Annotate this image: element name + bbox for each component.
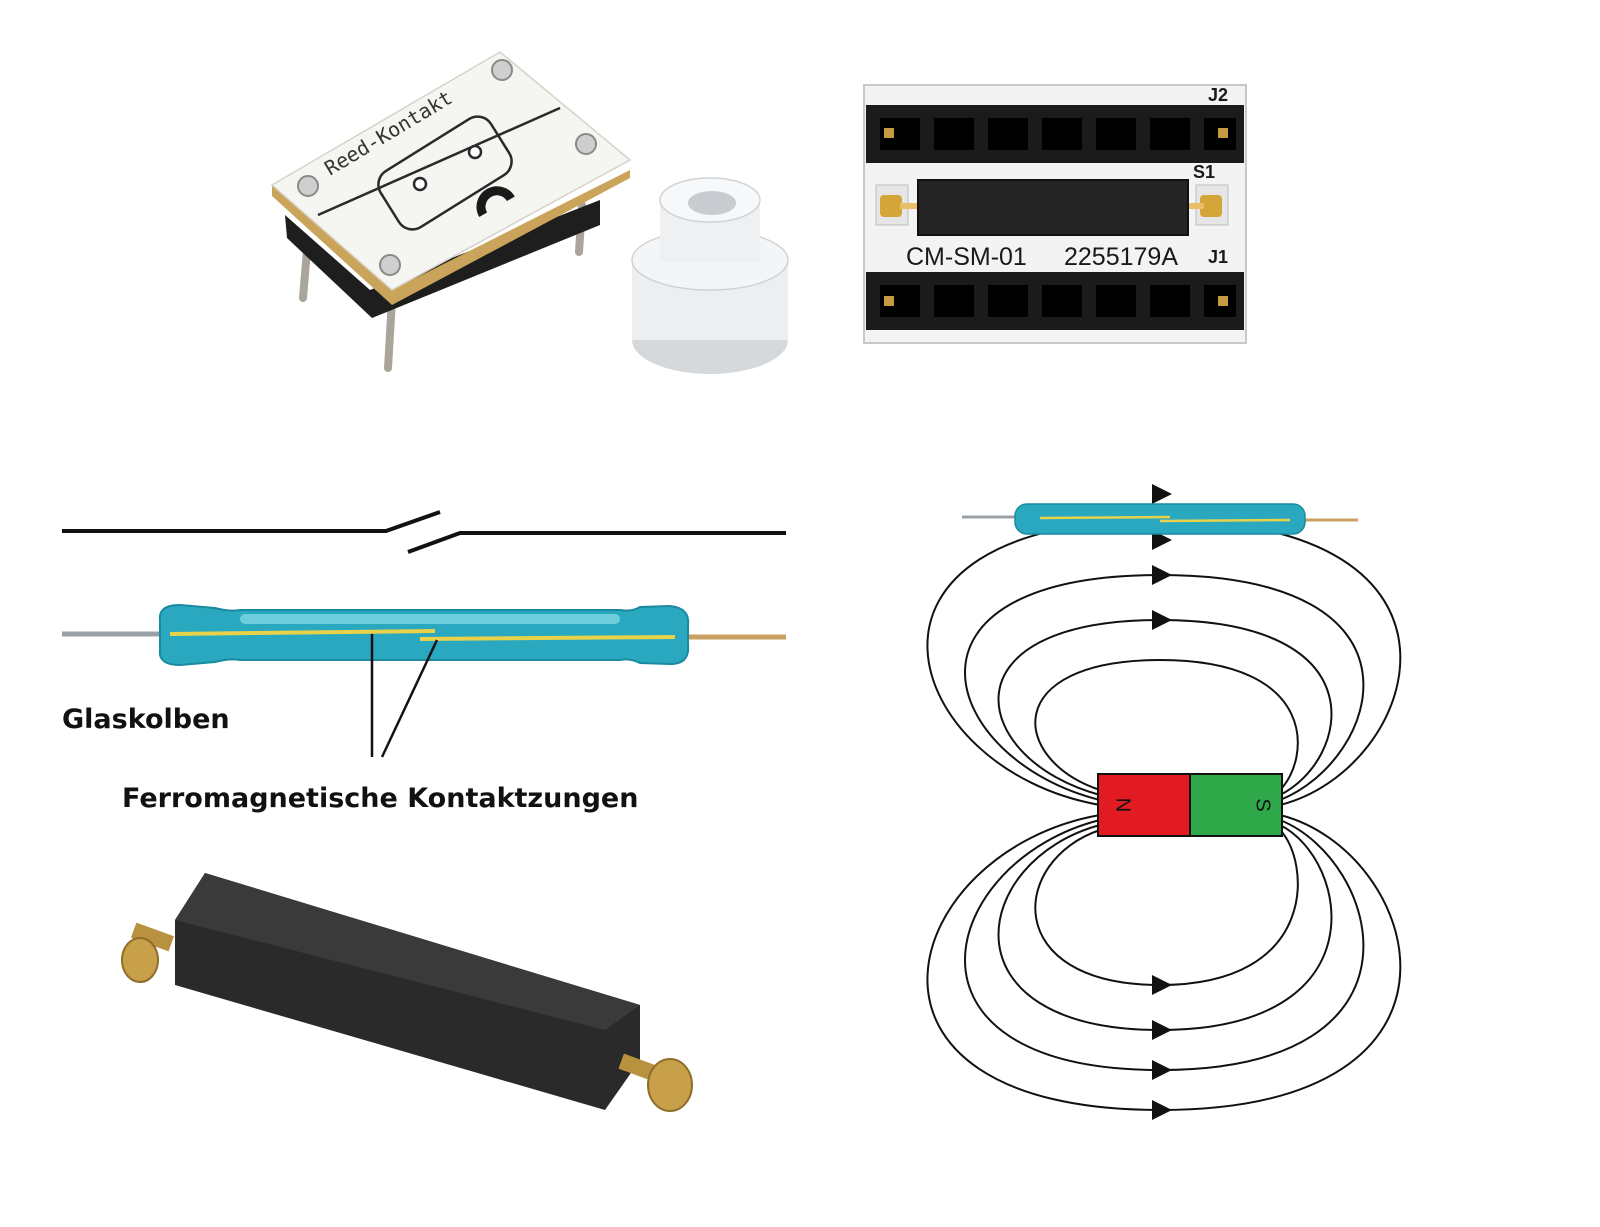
switch-symbol — [62, 510, 786, 554]
part-cap-right — [618, 1053, 693, 1112]
field-direction-arrows — [1152, 484, 1172, 1120]
horseshoe-magnet-icon — [476, 186, 515, 218]
part-cap-left — [121, 922, 175, 983]
switch-label: S1 — [1193, 162, 1215, 182]
header-j1 — [866, 272, 1244, 330]
smd-reed-part — [121, 873, 693, 1112]
white-magnet-cap — [631, 177, 789, 374]
pointer-lines — [370, 634, 439, 758]
reed-contacts — [169, 629, 676, 641]
header-j2 — [866, 105, 1244, 163]
north-pole — [1097, 773, 1191, 837]
reed-switch-small — [962, 503, 1358, 535]
reed-contacts-label: Ferromagnetische Kontaktzungen — [122, 783, 639, 814]
pcb-schematic — [317, 106, 561, 231]
south-label: S — [1252, 798, 1274, 811]
north-label: N — [1112, 798, 1134, 812]
glass-tube-label: Glaskolben — [62, 704, 230, 735]
part-body-top — [175, 873, 640, 1030]
reed-module-illustration: Reed-Kontakt — [270, 51, 789, 374]
reed-switch-diagram — [62, 510, 786, 758]
header-j2-label: J2 — [1208, 85, 1228, 105]
smd-reed-switch — [875, 179, 1229, 236]
board-code: CM-SM-01 — [906, 243, 1027, 271]
pcb-board — [270, 51, 632, 291]
pin-header — [285, 200, 600, 318]
bar-magnet — [1097, 773, 1283, 837]
part-number: 2255179A — [1064, 243, 1178, 271]
south-pole — [1189, 773, 1283, 837]
mounting-screws — [297, 59, 597, 276]
smd-module-illustration: J2 S1 CM-SM-01 2255179A J1 — [863, 84, 1247, 344]
header-j1-label: J1 — [1208, 247, 1228, 267]
glass-tube — [158, 603, 690, 667]
pcb-edge — [272, 170, 630, 305]
